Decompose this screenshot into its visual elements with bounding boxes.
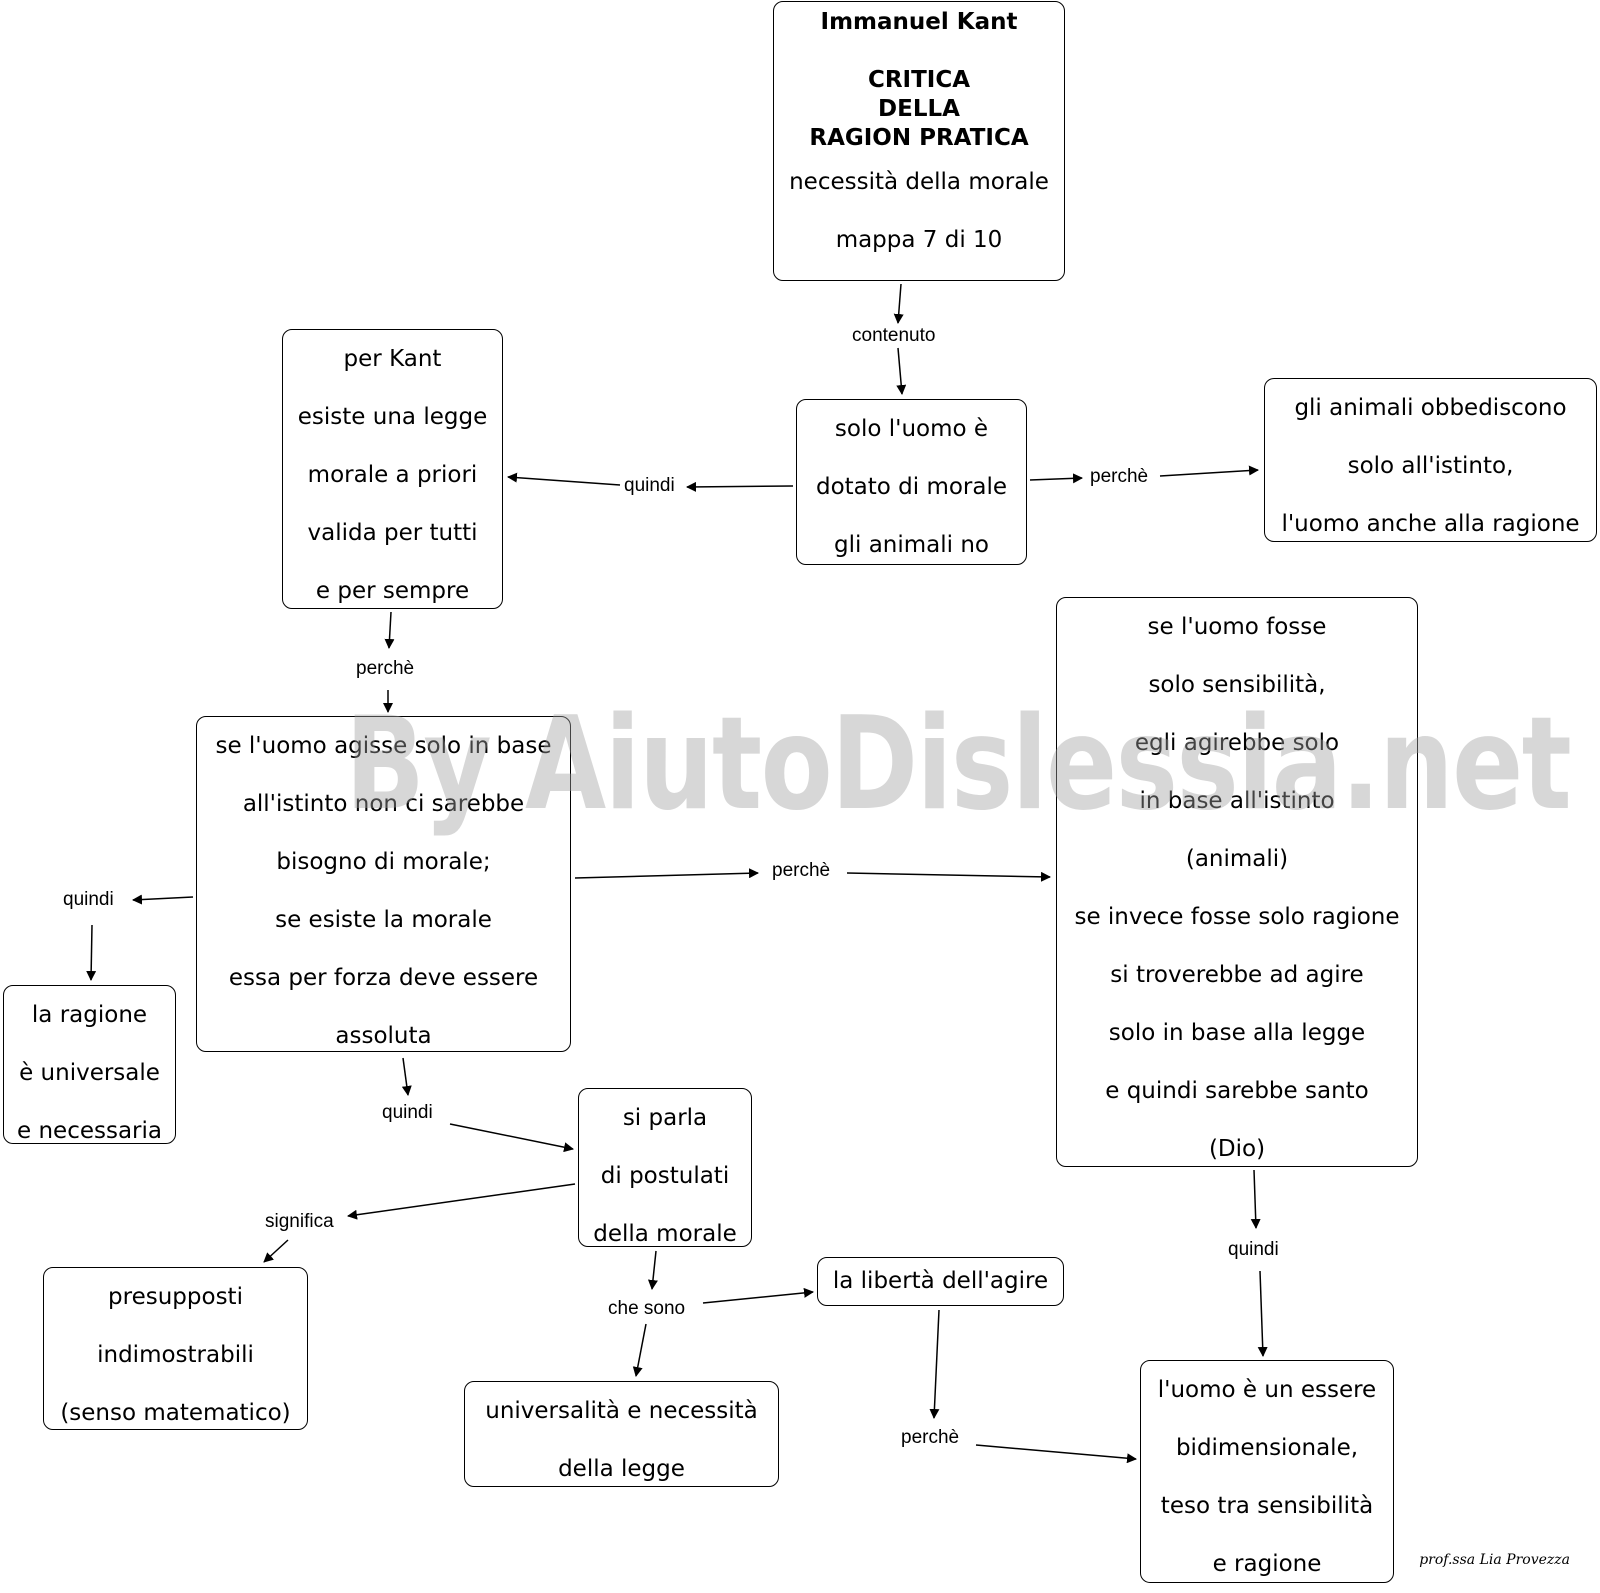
edge-chesono-universalita bbox=[632, 1323, 647, 1377]
node-text: se esiste la morale bbox=[275, 907, 492, 933]
node-text: valida per tutti bbox=[307, 520, 478, 546]
node-text: si troverebbe ad agire bbox=[1110, 962, 1364, 988]
node-text: e ragione bbox=[1212, 1551, 1322, 1577]
node-text: (senso matematico) bbox=[60, 1400, 291, 1426]
author-name: Immanuel Kant bbox=[820, 9, 1018, 35]
node-text: assoluta bbox=[335, 1023, 432, 1049]
node-text: solo sensibilità, bbox=[1148, 672, 1326, 698]
edge-title-contenuto bbox=[893, 283, 904, 324]
node-text: universalità e necessità bbox=[485, 1398, 758, 1424]
node-legge-morale: per Kant esiste una legge morale a prior… bbox=[282, 329, 503, 609]
author-credit: prof.ssa Lia Provezza bbox=[1419, 1552, 1570, 1568]
node-animali-istinto: gli animali obbediscono solo all'istinto… bbox=[1264, 378, 1597, 542]
node-text: in base all'istinto bbox=[1139, 788, 1335, 814]
node-text: per Kant bbox=[343, 346, 442, 372]
node-text: della legge bbox=[558, 1456, 685, 1482]
link-label-contenuto: contenuto bbox=[850, 325, 938, 347]
edge-istinto-quindi2 bbox=[401, 1057, 412, 1096]
node-text: se invece fosse solo ragione bbox=[1074, 904, 1400, 930]
node-text: bidimensionale, bbox=[1175, 1435, 1359, 1461]
node-text: solo l'uomo è bbox=[834, 416, 989, 442]
node-text: è universale bbox=[19, 1060, 160, 1086]
node-istinto-morale: se l'uomo agisse solo in base all'istint… bbox=[196, 716, 571, 1052]
edge-istinto-perche bbox=[574, 868, 759, 879]
link-label-significa: significa bbox=[263, 1211, 336, 1233]
node-text: dotato di morale bbox=[815, 474, 1008, 500]
watermark: By AiutoDislessia.net bbox=[345, 690, 1572, 839]
node-text: solo all'istinto, bbox=[1347, 453, 1514, 479]
node-presupposti: presupposti indimostrabili (senso matema… bbox=[43, 1267, 308, 1430]
node-text: la ragione bbox=[31, 1002, 148, 1028]
map-index: mappa 7 di 10 bbox=[835, 227, 1003, 253]
work-subtitle: necessità della morale bbox=[789, 169, 1049, 195]
node-text: presupposti bbox=[108, 1284, 243, 1310]
node-uomo-morale: solo l'uomo è dotato di morale gli anima… bbox=[796, 399, 1027, 565]
node-text: e necessaria bbox=[17, 1118, 162, 1144]
edge-significa-presupposti bbox=[263, 1239, 289, 1263]
edge-uomo-perche bbox=[1029, 473, 1083, 484]
link-label-quindi: quindi bbox=[61, 889, 116, 911]
node-text: egli agirebbe solo bbox=[1134, 730, 1340, 756]
edge-quindi-ragione bbox=[86, 924, 97, 981]
node-text: della morale bbox=[593, 1221, 737, 1247]
node-text: e quindi sarebbe santo bbox=[1105, 1078, 1369, 1104]
edge-postulati-chesono bbox=[647, 1250, 658, 1290]
node-text: di postulati bbox=[600, 1163, 730, 1189]
edge-perche-animali bbox=[1159, 465, 1259, 477]
link-label-perche: perchè bbox=[354, 658, 417, 680]
node-text: la libertà dell'agire bbox=[832, 1268, 1049, 1294]
link-label-quindi: quindi bbox=[622, 475, 677, 497]
edge-quindi2-postulati bbox=[449, 1123, 574, 1153]
edge-quindi-legge bbox=[507, 472, 621, 486]
link-label-perche: perchè bbox=[1088, 466, 1151, 488]
node-text: all'istinto non ci sarebbe bbox=[242, 791, 525, 817]
node-text: solo in base alla legge bbox=[1108, 1020, 1366, 1046]
work-title-line-3: RAGION PRATICA bbox=[809, 125, 1029, 151]
node-sensibilita-ragione: se l'uomo fosse solo sensibilità, egli a… bbox=[1056, 597, 1418, 1167]
node-text: l'uomo anche alla ragione bbox=[1281, 511, 1580, 537]
node-ragione-universale: la ragione è universale e necessaria bbox=[3, 985, 176, 1144]
edge-perche-sensibilita bbox=[846, 871, 1051, 882]
node-text: l'uomo è un essere bbox=[1157, 1377, 1377, 1403]
node-text: se l'uomo agisse solo in base bbox=[215, 733, 552, 759]
link-label-quindi: quindi bbox=[380, 1102, 435, 1124]
work-title-line-1: CRITICA bbox=[867, 67, 971, 93]
edge-sensibilita-quindi bbox=[1250, 1169, 1261, 1229]
edge-quindi-bidimensionale bbox=[1257, 1270, 1268, 1357]
node-text: (Dio) bbox=[1208, 1136, 1266, 1162]
node-text: si parla bbox=[622, 1105, 708, 1131]
edge-legge-perche bbox=[384, 611, 395, 649]
edge-contenuto-uomo bbox=[896, 347, 907, 395]
node-text: esiste una legge bbox=[297, 404, 488, 430]
node-text: e per sempre bbox=[315, 578, 470, 604]
link-label-perche: perchè bbox=[899, 1427, 962, 1449]
edge-chesono-liberta bbox=[702, 1287, 814, 1304]
node-universalita: universalità e necessità della legge bbox=[464, 1381, 779, 1487]
link-label-perche: perchè bbox=[770, 860, 833, 882]
edge-perche-bidimensionale bbox=[975, 1444, 1137, 1464]
node-liberta: la libertà dell'agire bbox=[817, 1257, 1064, 1306]
work-title-line-2: DELLA bbox=[878, 96, 960, 122]
edge-istinto-quindi bbox=[132, 894, 194, 905]
node-text: se l'uomo fosse bbox=[1147, 614, 1327, 640]
node-text: essa per forza deve essere bbox=[228, 965, 539, 991]
node-text: morale a priori bbox=[307, 462, 478, 488]
node-text: teso tra sensibilità bbox=[1160, 1493, 1374, 1519]
node-text: gli animali no bbox=[834, 532, 989, 558]
edge-postulati-significa bbox=[347, 1183, 576, 1220]
link-label-che-sono: che sono bbox=[606, 1298, 688, 1320]
node-text: gli animali obbediscono bbox=[1294, 395, 1567, 421]
node-text: indimostrabili bbox=[97, 1342, 254, 1368]
node-text: (animali) bbox=[1185, 846, 1289, 872]
edge-uomo-quindi bbox=[686, 481, 794, 492]
title-node: Immanuel Kant CRITICA DELLA RAGION PRATI… bbox=[773, 1, 1065, 281]
edge-liberta-perche bbox=[929, 1309, 940, 1419]
node-postulati: si parla di postulati della morale bbox=[578, 1088, 752, 1247]
node-text: bisogno di morale; bbox=[276, 849, 491, 875]
link-label-quindi: quindi bbox=[1226, 1239, 1281, 1261]
node-bidimensionale: l'uomo è un essere bidimensionale, teso … bbox=[1140, 1360, 1394, 1583]
